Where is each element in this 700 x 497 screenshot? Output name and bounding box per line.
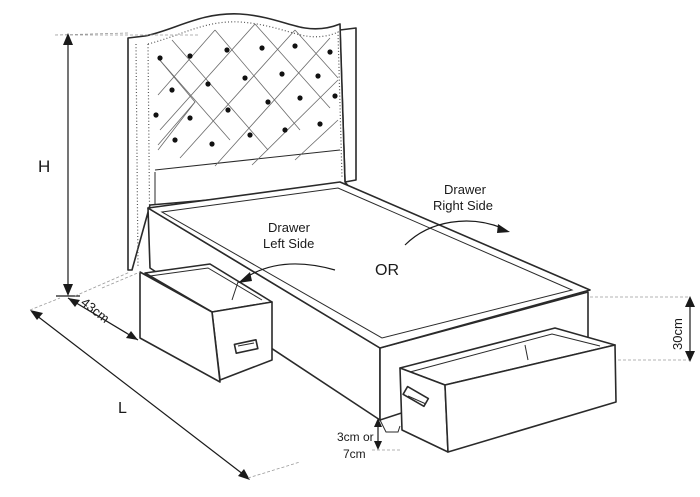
drawer-right xyxy=(399,327,617,453)
or-label: OR xyxy=(375,262,399,279)
drawer-left-label-line2: Left Side xyxy=(263,236,314,251)
depth-dimension xyxy=(67,271,141,341)
drawer-left xyxy=(139,263,273,383)
drawer-right-label-line1: Drawer xyxy=(444,182,487,197)
drawer-height-label: 30cm xyxy=(670,318,685,350)
tufting-pattern xyxy=(157,23,339,167)
tufting-buttons xyxy=(153,43,338,147)
length-label: L xyxy=(118,400,127,417)
clearance-dimension xyxy=(372,418,400,451)
arrow-left-drawer xyxy=(238,263,336,283)
length-dimension xyxy=(29,297,301,480)
clearance-label-line2: 7cm xyxy=(343,447,366,461)
drawer-right-label-line2: Right Side xyxy=(433,198,493,213)
drawer-height-dimension xyxy=(590,296,695,362)
height-dimension xyxy=(54,32,200,297)
drawer-left-label-line1: Drawer xyxy=(268,220,311,235)
height-label: H xyxy=(38,157,50,176)
arrow-right-drawer xyxy=(404,220,510,246)
clearance-label-line1: 3cm or xyxy=(337,430,374,444)
